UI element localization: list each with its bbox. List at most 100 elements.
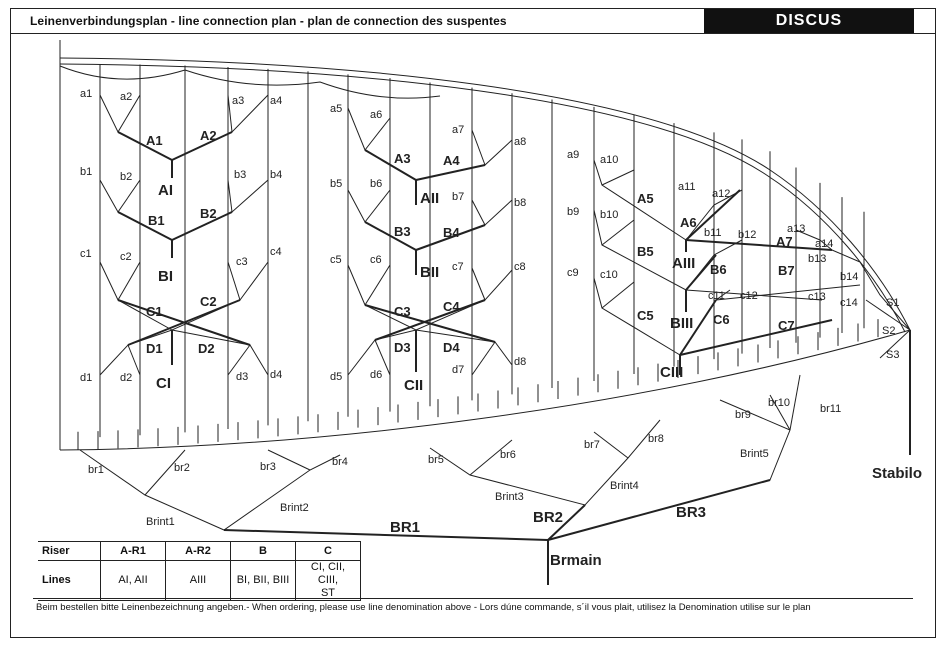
label-b3: b3 — [234, 169, 246, 181]
label-b7: b7 — [452, 191, 464, 203]
canopy-inner-edge — [59, 63, 906, 333]
line-path — [601, 169, 635, 186]
line-path — [117, 179, 141, 213]
label-br5: br5 — [428, 454, 444, 466]
line-path — [99, 329, 269, 376]
line-path — [429, 419, 661, 506]
label-br11: br11 — [820, 403, 841, 415]
page-title: Leinenverbindungsplan - line connection … — [30, 14, 507, 28]
label-brint3: Brint3 — [495, 491, 524, 503]
label-br7: br7 — [584, 439, 600, 451]
label-c2: C2 — [200, 294, 217, 309]
label-c2: c2 — [120, 251, 132, 263]
label-c8: c8 — [514, 261, 526, 273]
canopy-trailing-edge — [59, 329, 911, 451]
label-a6: A6 — [680, 215, 697, 230]
line-segment — [547, 504, 586, 541]
canopy-scallops — [59, 65, 441, 99]
col-a-r1: A-R1 — [100, 541, 166, 561]
label-a1: a1 — [80, 88, 92, 100]
label-b6: B6 — [710, 262, 727, 277]
line-segment — [117, 211, 173, 241]
riser-header: Riser — [38, 541, 101, 561]
line-segment — [117, 299, 251, 346]
label-a4: A4 — [443, 153, 460, 168]
line-path — [364, 189, 391, 223]
label-b11: b11 — [704, 227, 722, 239]
label-b4: b4 — [270, 169, 282, 181]
line-segment — [685, 254, 717, 291]
line-path — [374, 339, 391, 376]
riser-table: Riser A-R1 A-R2 B C Lines AI, AII AIII B… — [38, 541, 361, 601]
label-d3: d3 — [236, 371, 248, 383]
label-b4: B4 — [443, 225, 460, 240]
line-path — [144, 449, 186, 496]
canopy-leading-edge — [59, 57, 911, 331]
label-c5: c5 — [330, 254, 342, 266]
label-a5: a5 — [330, 103, 342, 115]
line-segment — [685, 289, 823, 301]
line-path — [99, 261, 269, 331]
line-path — [117, 94, 141, 133]
label-c6: c6 — [370, 254, 382, 266]
line-path — [471, 341, 496, 376]
label-a12: a12 — [712, 188, 730, 200]
line-path — [471, 267, 486, 301]
label-a14: a14 — [815, 238, 833, 250]
line-segment — [679, 299, 717, 356]
line-path — [859, 261, 911, 359]
label-a11: a11 — [678, 181, 696, 193]
label-d4: D4 — [443, 340, 460, 355]
label-c13: c13 — [808, 291, 826, 303]
label-brmain: Brmain — [550, 552, 602, 569]
line-path — [127, 344, 141, 376]
footer-divider — [33, 598, 913, 599]
label-biii: BIII — [670, 315, 693, 332]
label-b6: b6 — [370, 178, 382, 190]
label-br9: br9 — [735, 409, 751, 421]
brand-badge: DISCUS — [704, 9, 914, 33]
label-a3: a3 — [232, 95, 244, 107]
label-b1: B1 — [148, 213, 165, 228]
label-b3: B3 — [394, 224, 411, 239]
line-path — [99, 179, 269, 241]
label-stabilo: Stabilo — [872, 465, 922, 482]
label-brint4: Brint4 — [610, 480, 639, 492]
label-c7: C7 — [778, 318, 795, 333]
label-c1: C1 — [146, 304, 163, 319]
line-segment — [415, 224, 486, 251]
line-path — [79, 449, 341, 531]
line-segment — [415, 164, 486, 181]
label-d7: d7 — [452, 364, 464, 376]
cell-c: CI, CII, CIII, ST — [295, 560, 361, 601]
line-path — [227, 261, 241, 301]
line-path — [364, 264, 391, 306]
footer-note: Beim bestellen bitte Leinenbezeichnung a… — [36, 602, 811, 613]
label-d3: D3 — [394, 340, 411, 355]
label-aiii: AIII — [672, 255, 695, 272]
line-segment — [171, 211, 233, 241]
label-c5: C5 — [637, 308, 654, 323]
line-path — [601, 281, 635, 309]
line-segment — [715, 284, 861, 301]
label-br3: br3 — [260, 461, 276, 473]
label-b2: B2 — [200, 206, 217, 221]
label-s3: S3 — [886, 349, 899, 361]
line-segment — [223, 529, 549, 541]
label-c9: c9 — [567, 267, 579, 279]
label-b10: b10 — [600, 209, 618, 221]
label-b7: B7 — [778, 263, 795, 278]
label-c1: c1 — [80, 248, 92, 260]
label-br1: br1 — [88, 464, 104, 476]
label-br10: br10 — [768, 397, 790, 409]
label-br2: BR2 — [533, 509, 563, 526]
label-c3: C3 — [394, 304, 411, 319]
label-b2: b2 — [120, 171, 132, 183]
label-c14: c14 — [840, 297, 858, 309]
label-br4: br4 — [332, 456, 348, 468]
cell-b: BI, BII, BIII — [230, 560, 296, 601]
label-a2: A2 — [200, 128, 217, 143]
label-d8: d8 — [514, 356, 526, 368]
line-path — [593, 431, 629, 459]
line-segment — [795, 229, 821, 241]
